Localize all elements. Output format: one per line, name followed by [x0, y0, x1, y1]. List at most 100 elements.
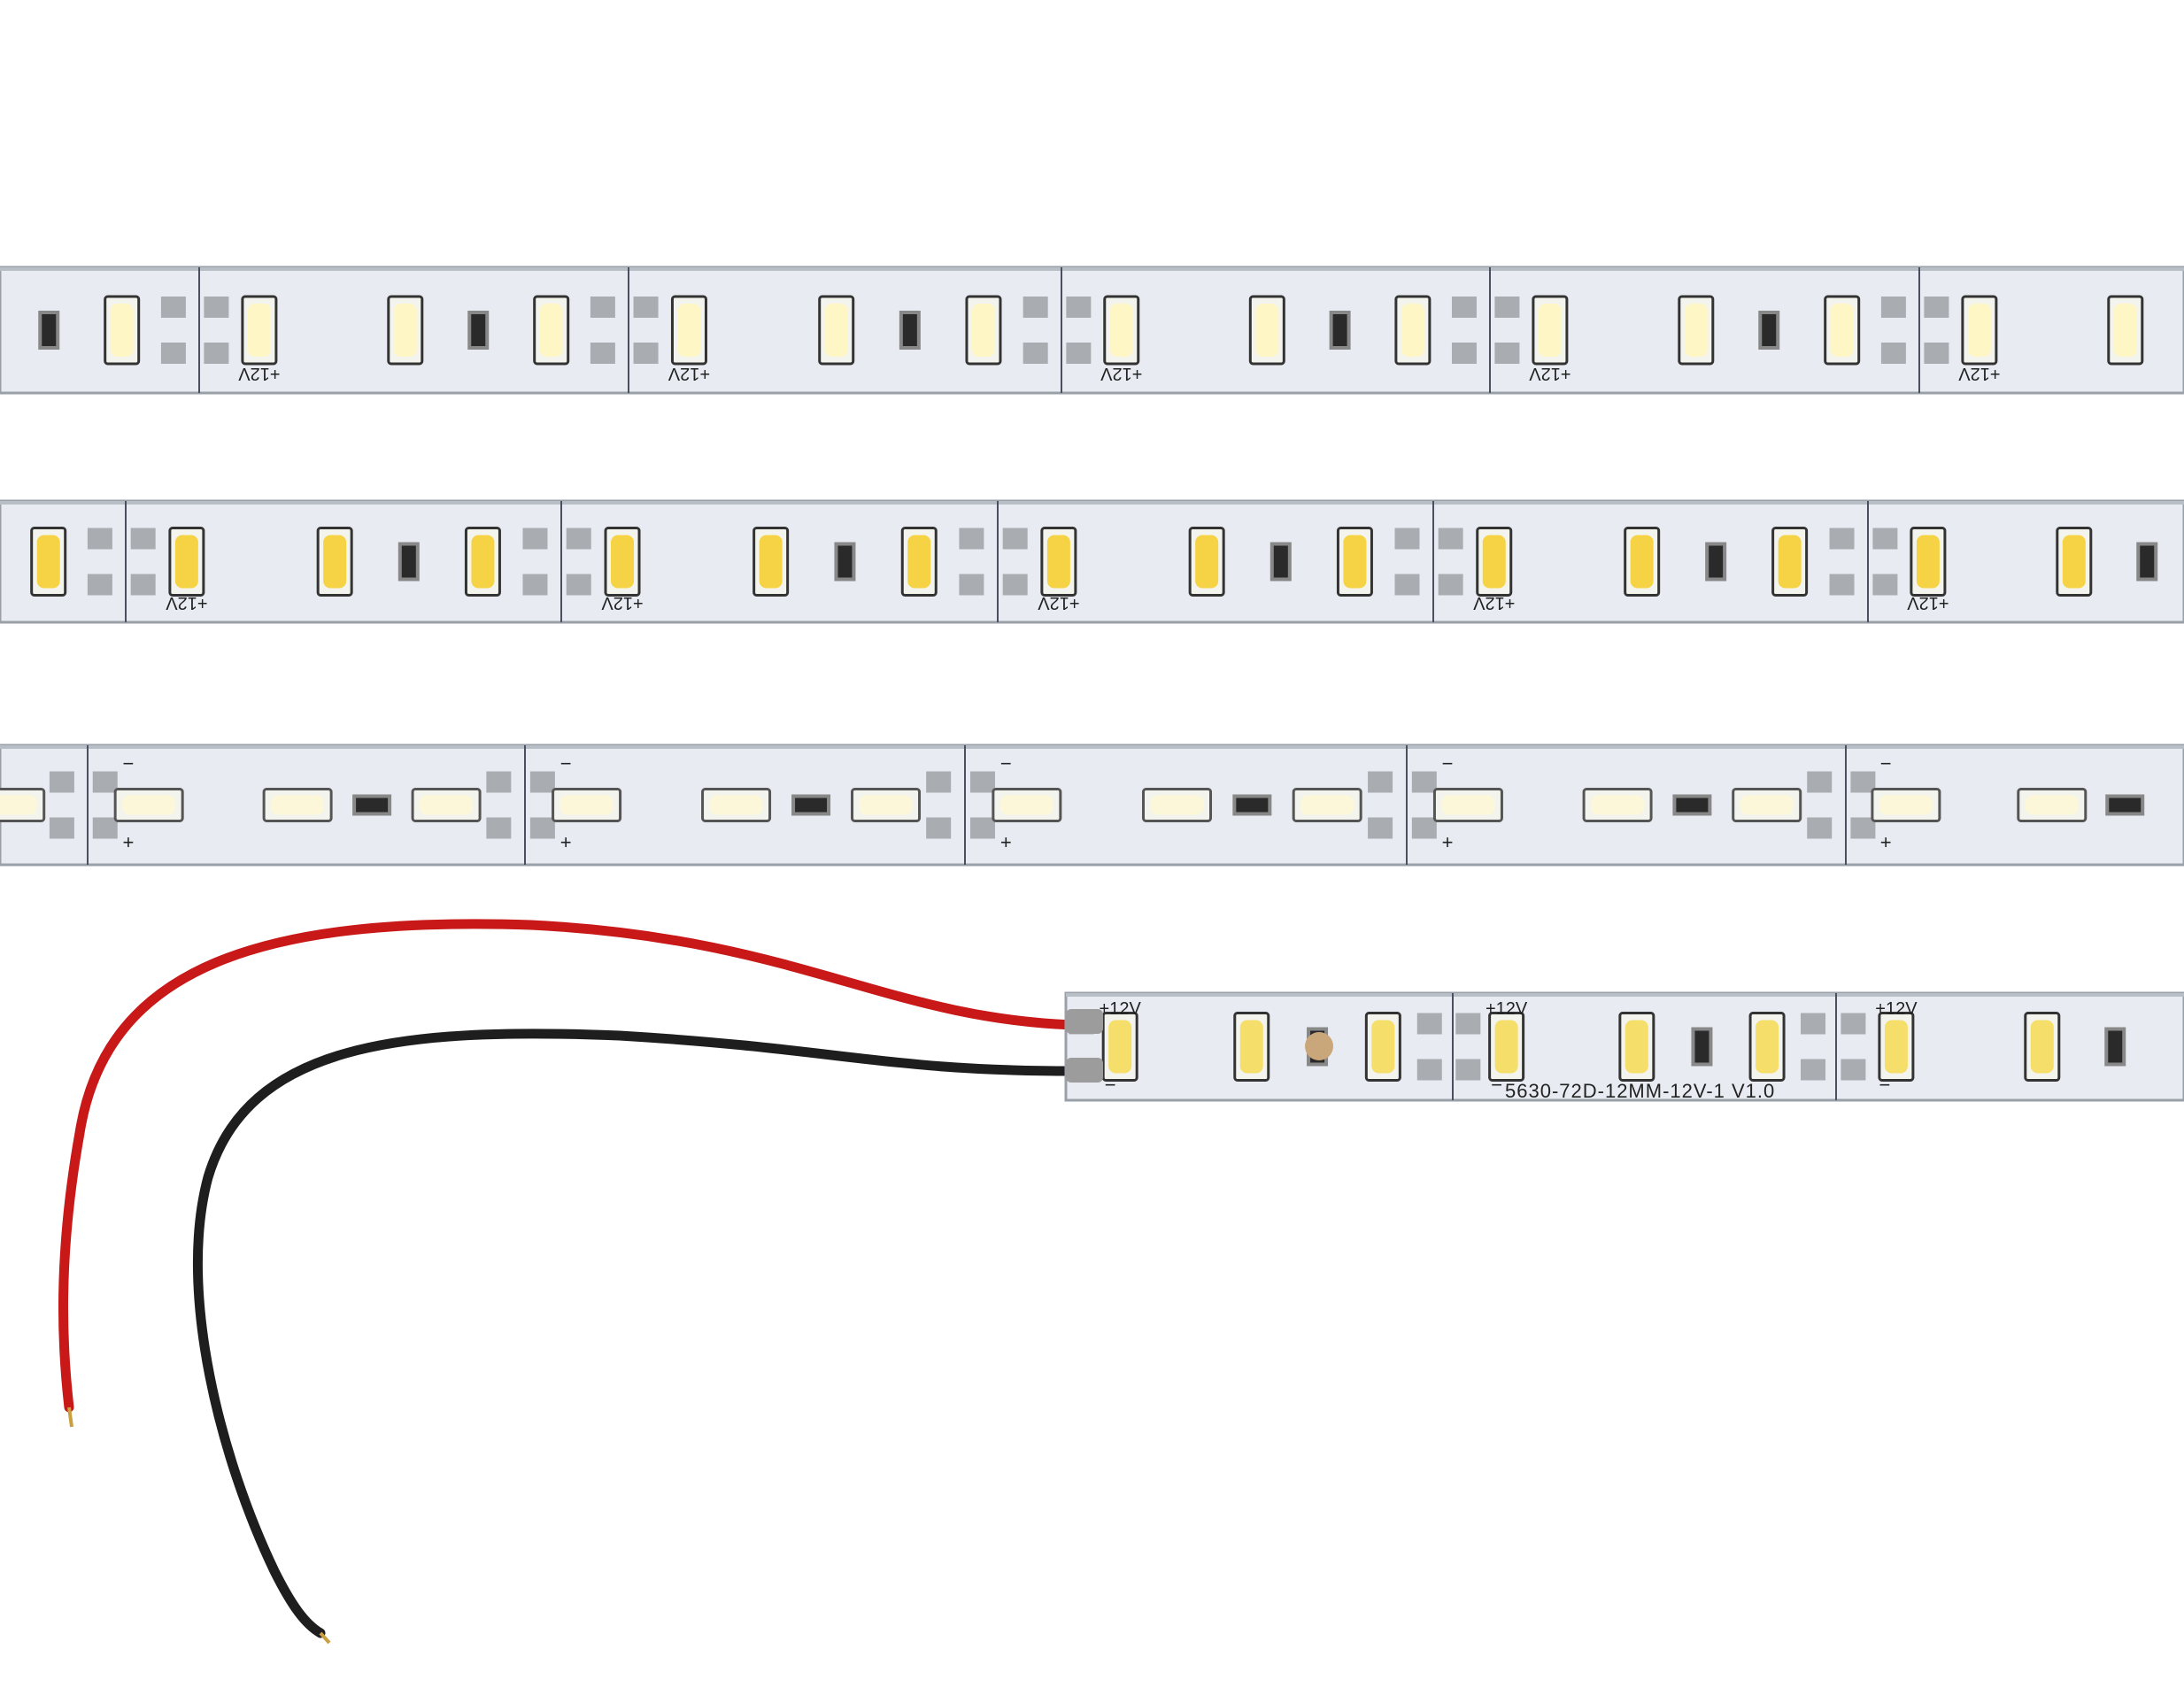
led-emitter [560, 795, 614, 815]
strip-1: +12V+12V+12V+12V+12V+12V [0, 266, 2184, 395]
solder-pad [92, 817, 118, 839]
solder-pad [1801, 1059, 1826, 1081]
solder-pad [87, 574, 112, 596]
solder-pad [529, 817, 555, 839]
solder-pad [204, 297, 229, 318]
led-emitter [2025, 795, 2079, 815]
solder-pad [1924, 343, 1949, 364]
led-emitter [1371, 1020, 1395, 1074]
solder-pad [160, 343, 186, 364]
led-emitter [1756, 1020, 1779, 1074]
solder-pad [1455, 1059, 1481, 1081]
solder-pad [566, 574, 591, 596]
polarity-label: +12V [1486, 999, 1528, 1019]
solder-pad [1872, 528, 1898, 550]
led-emitter [420, 795, 474, 815]
solder-pad [49, 771, 74, 793]
solder-pad [1494, 297, 1520, 318]
plus-label: + [1442, 831, 1454, 853]
solder-pad [1002, 574, 1028, 596]
model-text: 5630-72D-12MM-12V-1 V1.0 [1505, 1080, 1775, 1102]
solder-pad [1829, 574, 1855, 596]
led-emitter [1538, 304, 1562, 357]
led-emitter [824, 304, 848, 357]
pcb-edge [1066, 993, 2184, 997]
solder-pad [1411, 817, 1437, 839]
led-emitter [1630, 535, 1654, 589]
solder-pad [1002, 528, 1028, 550]
led-emitter [1401, 304, 1424, 357]
led-emitter [0, 795, 37, 815]
solder-pad [1023, 343, 1048, 364]
polarity-label: +12V [1529, 364, 1571, 383]
minus-label: − [1879, 1074, 1891, 1096]
polarity-label: +12V [1907, 593, 1949, 613]
pcb-board [0, 499, 2184, 624]
solder-pad [1066, 343, 1092, 364]
red-wire-tip [67, 1406, 73, 1428]
pcb-edge [0, 745, 2184, 749]
solder-pad [566, 528, 591, 550]
solder-pad [1880, 297, 1906, 318]
led-emitter [1239, 1020, 1263, 1074]
led-emitter [110, 304, 134, 357]
polarity-label: +12V [1038, 593, 1080, 613]
solder-pad [1394, 574, 1420, 596]
led-emitter [1494, 1020, 1518, 1074]
minus-label: − [1000, 752, 1012, 774]
led-emitter [1300, 795, 1354, 815]
solder-pad [1023, 297, 1048, 318]
led-emitter [709, 795, 763, 815]
led-emitter [1150, 795, 1204, 815]
solder-pad [160, 297, 186, 318]
resistor [834, 542, 856, 582]
led-emitter [36, 535, 60, 589]
polarity-label: +12V [1472, 593, 1515, 613]
strip-2: +12V+12V+12V+12V+12V+12V [0, 499, 2184, 624]
led-emitter [471, 535, 495, 589]
solder-pad [1416, 1059, 1442, 1081]
led-emitter [1591, 795, 1645, 815]
led-emitter [2113, 304, 2137, 357]
solder-pad [1850, 817, 1876, 839]
led-emitter [1046, 535, 1070, 589]
resistor [38, 311, 60, 350]
solder-pad [1924, 297, 1949, 318]
solder-pad [969, 817, 995, 839]
solder-pad [204, 343, 229, 364]
solder-pad [1451, 297, 1477, 318]
led-emitter [1740, 795, 1794, 815]
resistor [1232, 794, 1272, 816]
solder-pad [1801, 1013, 1826, 1035]
led-emitter [1884, 1020, 1908, 1074]
solder-pad [1066, 297, 1092, 318]
led-emitter [1343, 535, 1367, 589]
solder-pad [1368, 771, 1393, 793]
led-emitter [907, 535, 931, 589]
solder-pad [633, 343, 659, 364]
resistor [2105, 794, 2145, 816]
minus-label: − [1880, 752, 1892, 774]
minus-label: − [1105, 1074, 1116, 1096]
led-emitter [677, 304, 701, 357]
solder-pad [1841, 1013, 1866, 1035]
led-emitter [1916, 535, 1940, 589]
led-emitter [122, 795, 176, 815]
solder-pad [633, 297, 659, 318]
resistor [791, 794, 831, 816]
strip-3: +−+−+−+−+−+− [0, 744, 2184, 867]
solder-pad [959, 574, 984, 596]
resistor [1672, 794, 1712, 816]
led-emitter [1967, 304, 1991, 357]
solder-pad [486, 771, 512, 793]
polarity-label: +12V [1100, 999, 1142, 1019]
led-emitter [1624, 1020, 1648, 1074]
strip-4: +12V−+12V−+12V−5630-72D-12MM-12V-1 V1.0 [1064, 991, 2184, 1102]
led-emitter [247, 304, 271, 357]
solder-joint-positive [1066, 1009, 1103, 1034]
solder-pad [1368, 817, 1393, 839]
strips: +12V+12V+12V+12V+12V+12V+12V+12V+12V+12V… [0, 266, 2184, 1102]
minus-label: − [1491, 1074, 1502, 1096]
led-emitter [971, 304, 995, 357]
minus-label: − [1442, 752, 1454, 774]
